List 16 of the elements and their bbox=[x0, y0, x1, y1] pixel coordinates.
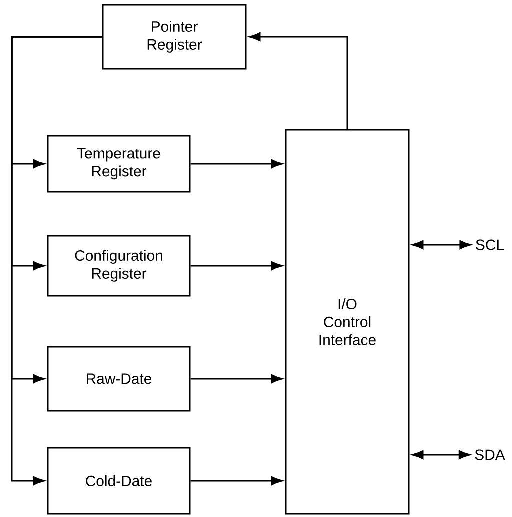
register-box: Configuration Register bbox=[47, 235, 191, 297]
arrow bbox=[412, 450, 470, 460]
signal-label: SCL bbox=[476, 240, 504, 250]
arrow bbox=[190, 262, 283, 270]
arrow bbox=[190, 160, 283, 168]
arrow bbox=[190, 374, 283, 384]
arrow bbox=[249, 32, 348, 130]
signal-label: SDA bbox=[475, 450, 506, 460]
register-box: Raw-Date bbox=[47, 346, 191, 412]
arrow bbox=[190, 476, 283, 486]
register-box: Cold-Date bbox=[47, 447, 191, 515]
arrow bbox=[412, 240, 472, 250]
register-box: Pointer Register bbox=[102, 4, 247, 70]
interface-box: I/O Control Interface bbox=[285, 129, 410, 515]
arrow bbox=[11, 36, 102, 486]
register-box: Temperature Register bbox=[47, 135, 191, 193]
